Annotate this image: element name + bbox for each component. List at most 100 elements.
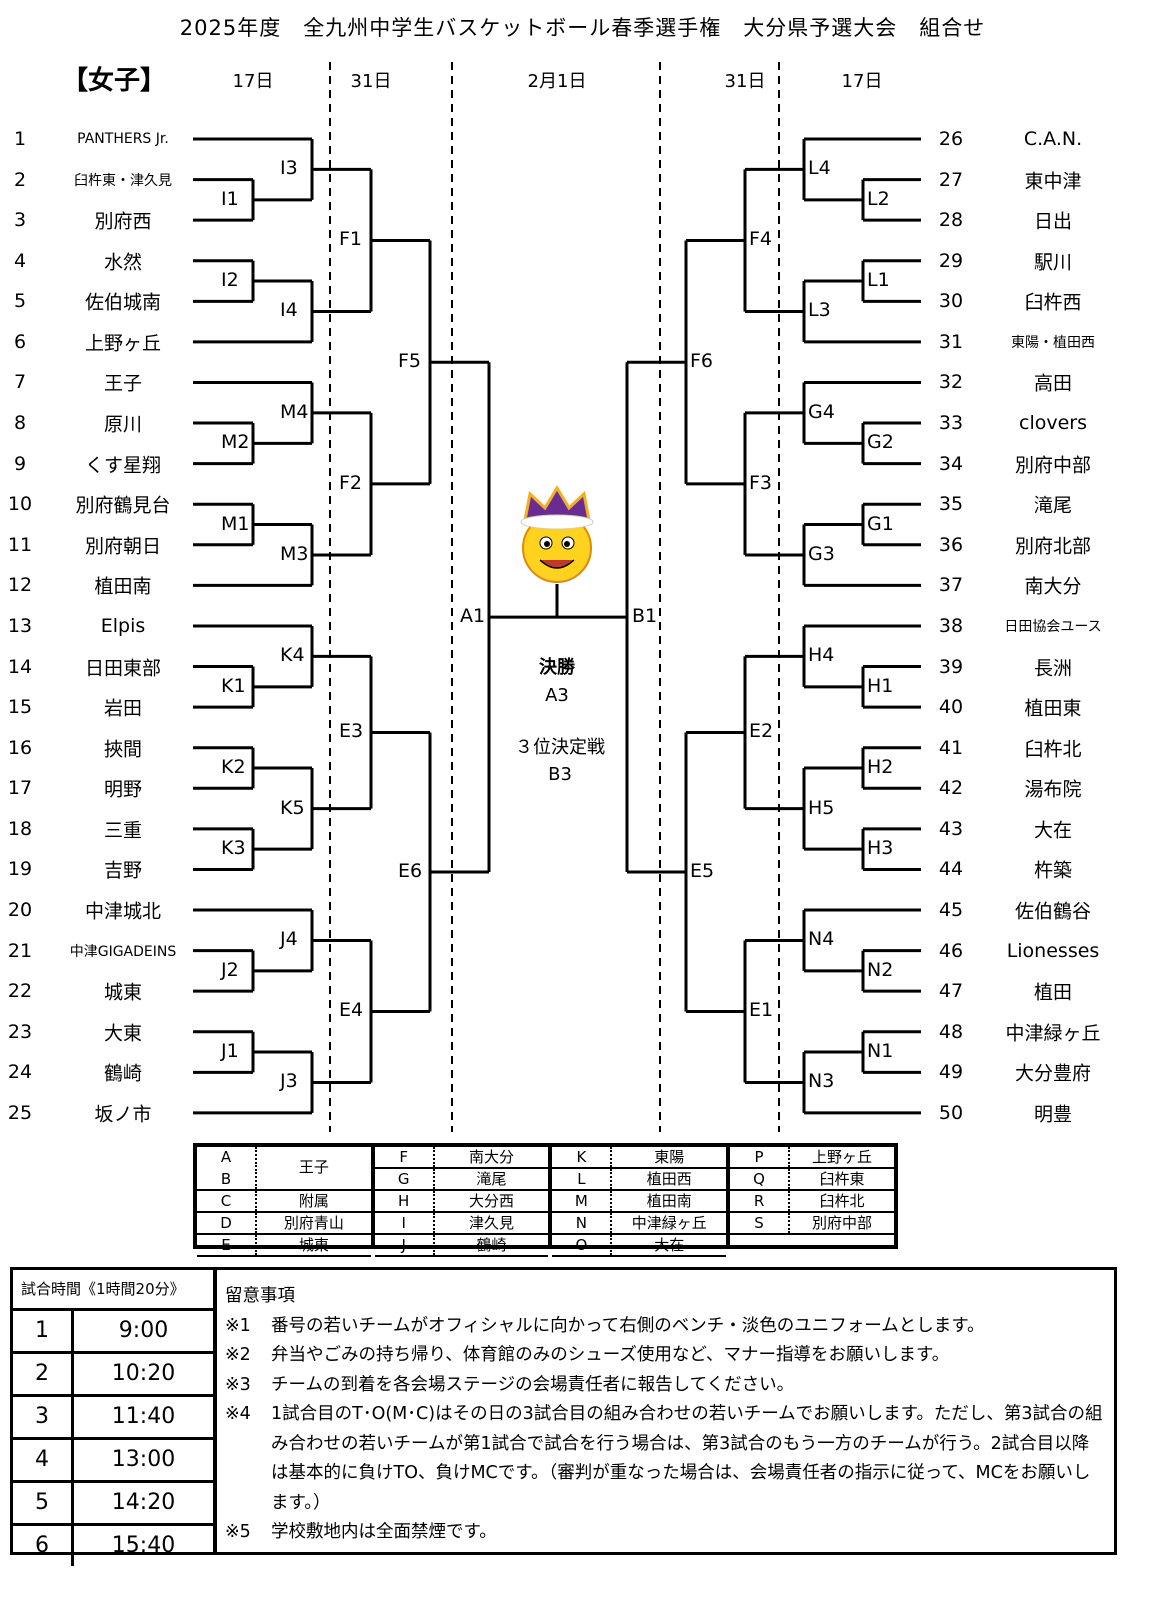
team-number: 10 [7, 493, 33, 516]
match-code: K1 [221, 674, 246, 697]
note-text: 学校敷地内は全面禁煙です。 [271, 1522, 497, 1542]
team-number: 11 [7, 533, 33, 556]
date-right-17: 17日 [841, 71, 883, 92]
venue-name: 鶴崎 [476, 1236, 507, 1254]
venue-code: J [375, 1235, 435, 1255]
team-name: 杵築 [1033, 859, 1073, 882]
team-name: 東陽・植田西 [1011, 334, 1095, 351]
match-code: I2 [221, 269, 239, 292]
venue-code: G [375, 1169, 435, 1189]
team-number: 2 [13, 168, 27, 191]
venue-row: M 植田南 [552, 1191, 727, 1213]
game-time: 9:00 [118, 1318, 169, 1343]
team-number: 17 [7, 777, 33, 800]
venue-code: M [552, 1191, 613, 1211]
team-name: 湯布院 [1024, 778, 1082, 801]
team-name: 駅川 [1033, 251, 1073, 274]
team-number: 43 [938, 817, 964, 840]
team-name: 上野ヶ丘 [84, 332, 162, 355]
team-name: 佐伯城南 [84, 291, 162, 314]
match-code: N4 [808, 928, 835, 951]
venue-name: 植田西 [646, 1170, 692, 1188]
match-code: M2 [221, 431, 250, 454]
team-name: 臼杵北 [1024, 738, 1082, 761]
team-name: 植田 [1033, 981, 1073, 1004]
team-name: 中津城北 [84, 900, 162, 923]
team-name: 別府朝日 [84, 535, 162, 558]
venue-name: 滝尾 [476, 1170, 507, 1188]
match-code: F2 [339, 471, 363, 494]
final-label: 決勝 [539, 657, 575, 678]
team-name: 植田南 [94, 575, 152, 598]
venue-code: R [730, 1191, 791, 1211]
team-name: 鶴崎 [103, 1062, 143, 1085]
venue-code: A [197, 1147, 257, 1167]
match-code: G2 [867, 431, 894, 454]
match-code: E6 [398, 859, 423, 882]
venue-name: 中津緑ヶ丘 [631, 1214, 707, 1232]
team-name: 滝尾 [1033, 494, 1073, 517]
team-name: 王子 [103, 372, 143, 395]
match-code: F6 [690, 350, 714, 373]
match-code: F4 [749, 228, 773, 251]
match-code: L3 [808, 299, 831, 322]
team-name: 坂ノ市 [94, 1103, 152, 1126]
team-name: 中津GIGADEINS [69, 943, 177, 960]
venue-code: N [552, 1213, 613, 1233]
match-code: E5 [690, 859, 715, 882]
team-name: くす星翔 [84, 454, 162, 477]
team-number: 40 [938, 696, 964, 719]
team-number: 19 [7, 858, 33, 881]
team-name: clovers [1019, 412, 1087, 435]
team-number: 3 [13, 209, 27, 232]
team-name: 東中津 [1024, 170, 1082, 193]
note-text: 番号の若いチームがオフィシャルに向かって右側のベンチ・淡色のユニフォームとします… [271, 1315, 985, 1336]
match-code: M1 [221, 512, 250, 535]
team-number: 26 [938, 128, 964, 150]
team-name: 高田 [1033, 372, 1073, 395]
match-code: K2 [221, 755, 246, 778]
team-number: 39 [938, 655, 964, 678]
match-code: L4 [808, 157, 831, 180]
team-number: 22 [7, 980, 33, 1003]
team-number: 49 [938, 1061, 964, 1084]
venue-code: H [375, 1191, 435, 1211]
venue-code: L [552, 1169, 613, 1189]
venue-row: R 臼杵北 [730, 1191, 894, 1213]
team-number: 46 [938, 939, 964, 962]
venue-row: L 植田西 [552, 1169, 727, 1191]
game-number: 2 [13, 1354, 74, 1394]
match-code: F3 [749, 471, 773, 494]
match-code: E3 [339, 720, 364, 743]
team-number: 29 [938, 249, 964, 272]
team-name: 大分豊府 [1014, 1062, 1092, 1085]
venue-code: D [197, 1213, 257, 1233]
match-code: K4 [280, 644, 305, 667]
team-name: 別府北部 [1014, 535, 1092, 558]
match-code: I1 [221, 187, 239, 210]
note-text: 1試合目のT･O(M･C)はその日の3試合目の組み合わせの若いチームでお願いしま… [271, 1404, 1103, 1513]
team-number: 36 [938, 533, 964, 556]
team-number: 4 [13, 249, 27, 272]
venue-name: 大在 [654, 1236, 685, 1254]
match-code: J2 [221, 958, 239, 981]
team-number: 12 [7, 574, 33, 597]
match-code: N1 [867, 1040, 894, 1063]
date-left-17: 17日 [232, 71, 274, 92]
team-number: 37 [938, 574, 964, 597]
team-number: 7 [13, 371, 27, 394]
venue-name: 植田南 [646, 1192, 692, 1210]
match-code: G4 [808, 400, 835, 423]
venue-name: 城東 [298, 1236, 329, 1254]
venue-name: 臼杵北 [819, 1192, 865, 1210]
team-number: 33 [938, 412, 964, 435]
team-number: 31 [938, 330, 964, 353]
